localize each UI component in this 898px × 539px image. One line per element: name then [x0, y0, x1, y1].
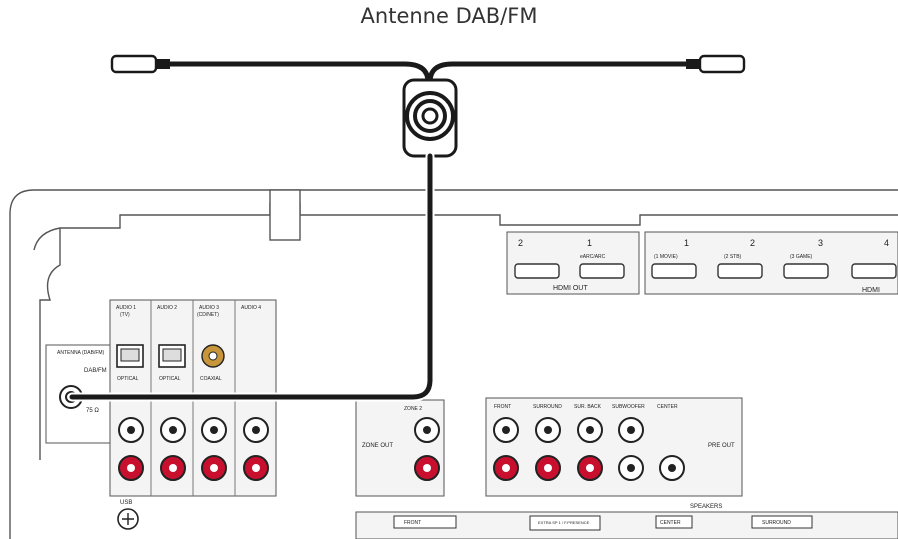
antenna-left-end-cap [110, 54, 158, 74]
hdmi-in-port-4 [851, 263, 897, 279]
hdmi-in-port-1-sub: (1 MOVIE) [654, 254, 678, 260]
hdmi-out-port-2 [514, 263, 560, 279]
hdmi-in-port-4-number: 4 [884, 238, 889, 248]
audio-1-sub: (TV) [120, 312, 130, 318]
panel-tab [269, 189, 301, 241]
hdmi-out-port-1-sub: eARC/ARC [580, 254, 606, 260]
hdmi-in-label: HDMI [862, 287, 880, 294]
hdmi-in-port-2 [717, 263, 763, 279]
hdmi-in-port-3-number: 3 [818, 238, 823, 248]
audio-4-label: AUDIO 4 [241, 305, 261, 311]
speaker-terminal-front: FRONT [404, 520, 421, 526]
audio-rca-jacks [118, 417, 269, 481]
audio-3-sub: (CD/NET) [197, 312, 219, 318]
hdmi-out-port-1 [579, 263, 625, 279]
audio-3-label: AUDIO 3 [199, 305, 219, 311]
pre-out-channel-center: CENTER [657, 404, 678, 410]
zone-label: ZONE 2 [404, 406, 422, 412]
speaker-terminal-center: CENTER [660, 520, 681, 526]
antenna-right-end-cap [698, 54, 746, 74]
hdmi-in-port-3 [783, 263, 829, 279]
zone-out-label: ZONE OUT [362, 443, 393, 449]
diagram-title: Antenne DAB/FM [360, 4, 538, 28]
pre-out-channel-subwoofer: SUBWOOFER [612, 404, 645, 410]
antenna-port-label: DAB/FM [84, 368, 107, 374]
audio-1-label: AUDIO 1 [116, 305, 136, 311]
pre-out-label: PRE OUT [708, 443, 735, 449]
zone-out-block: ZONE 2 ZONE OUT [355, 399, 445, 497]
pre-out-channel-sur-back: SUR. BACK [574, 404, 602, 410]
hdmi-in-port-2-sub: (2 STB) [724, 254, 742, 260]
antenna-impedance-label: 75 Ω [86, 408, 99, 414]
hdmi-in-port-3-sub: (3 GAME) [790, 254, 813, 260]
hdmi-out-port-1-number: 1 [587, 238, 592, 248]
antenna-cable [69, 153, 433, 400]
audio-2-label: AUDIO 2 [157, 305, 177, 311]
antenna-panel-label: ANTENNA (DAB/FM) [57, 350, 105, 356]
hdmi-out-group: 2 1 eARC/ARC HDMI OUT [506, 231, 640, 295]
optical-2-label: OPTICAL [159, 376, 181, 382]
receiver-rear-panel [9, 189, 898, 539]
pre-out-block: FRONT SURROUND SUR. BACK SUBWOOFER CENTE… [485, 397, 743, 497]
usb-label: USB [120, 500, 132, 506]
hdmi-out-port-2-number: 2 [518, 238, 523, 248]
pre-out-channel-surround: SURROUND [533, 404, 562, 410]
hdmi-in-port-2-number: 2 [750, 238, 755, 248]
hdmi-in-group: 1 2 3 4 (1 MOVIE) (2 STB) (3 GAME) HDMI [644, 231, 898, 295]
coaxial-label: COAXIAL [200, 376, 222, 382]
hdmi-in-port-1 [651, 263, 697, 279]
pre-out-channel-front: FRONT [494, 404, 511, 410]
dab-fm-antenna [67, 54, 746, 402]
speaker-terminal-surround: SURROUND [762, 520, 791, 526]
speakers-label: SPEAKERS [690, 504, 722, 510]
hdmi-out-label: HDMI OUT [553, 285, 588, 292]
hdmi-in-port-1-number: 1 [684, 238, 689, 248]
speakers-block: SPEAKERS FRONT EXTRA SP 1 / F.PRESENCE C… [355, 504, 898, 539]
optical-1-label: OPTICAL [117, 376, 139, 382]
speaker-terminal-extra: EXTRA SP 1 / F.PRESENCE [538, 520, 590, 525]
audio-input-block: AUDIO 1 (TV) AUDIO 2 AUDIO 3 (CD/NET) AU… [109, 299, 277, 530]
